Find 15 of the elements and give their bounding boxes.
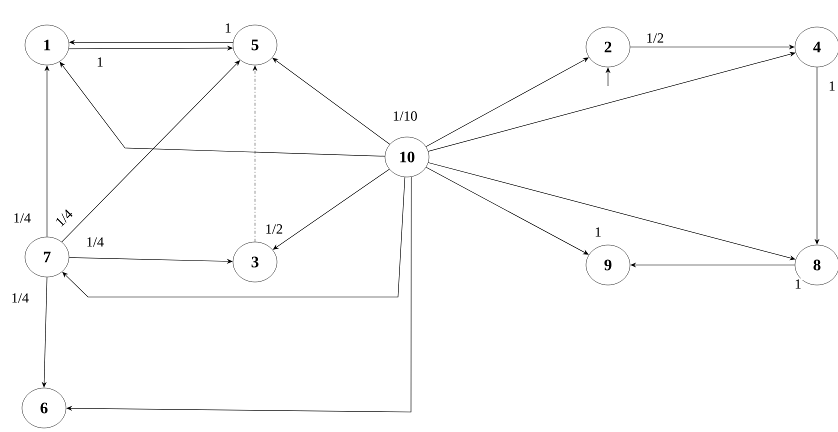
edge-label: 1/4 [10,292,30,304]
node-caption: 1/10 [394,111,417,121]
edge-label: 1/2 [264,223,284,235]
edge-label: 1 [794,278,802,290]
edge-label: 1 [96,56,104,68]
arrow [60,62,386,157]
edge-label: 1 [828,80,836,92]
node-caption: 1 [596,227,601,237]
arrow [252,66,258,242]
arrow [62,176,406,298]
edge-label: 1/2 [645,32,665,44]
edge-label: 1/4 [12,212,32,224]
edge-label: 1/4 [52,206,76,230]
edge-label: 1/4 [85,236,105,248]
edge-label: 1 [224,22,232,34]
